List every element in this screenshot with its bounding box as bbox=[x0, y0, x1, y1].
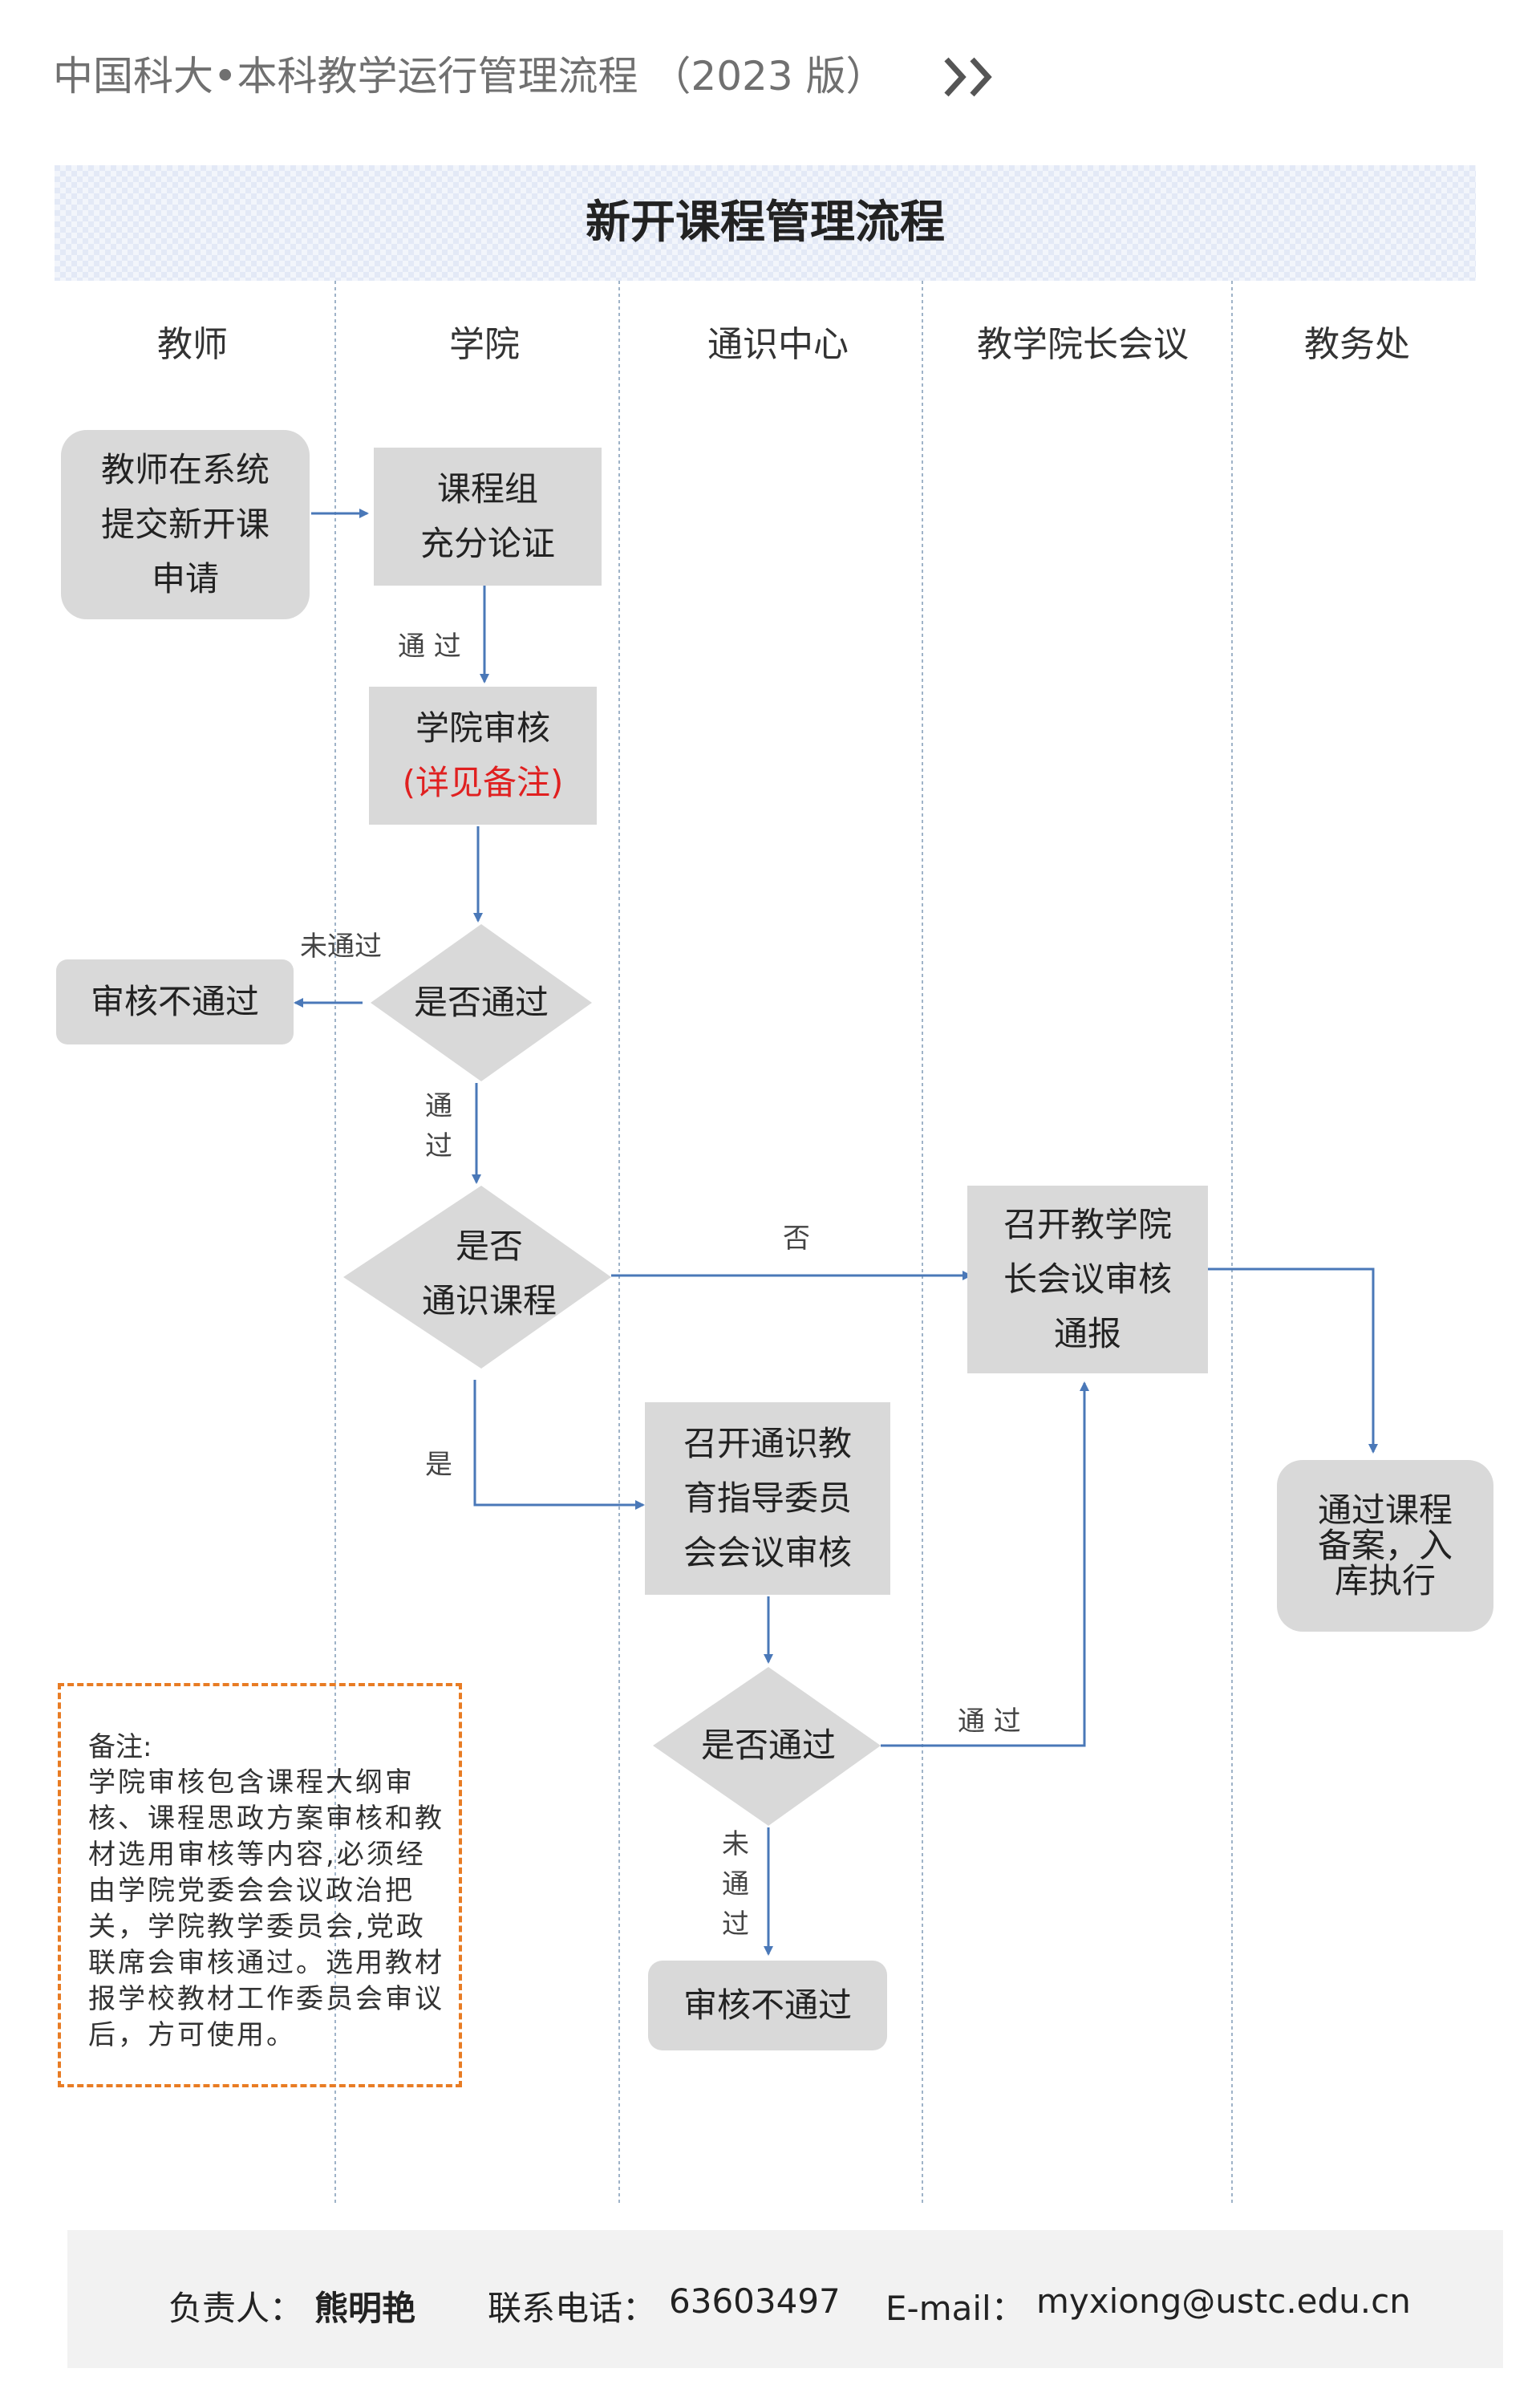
edge-label-pass-b: 通过 bbox=[425, 1090, 452, 1162]
footer-bar bbox=[67, 2230, 1503, 2368]
footer-email-label: E-mail： bbox=[886, 2289, 1025, 2328]
lane-dividers bbox=[334, 281, 1233, 2206]
edge-label-no: 否 bbox=[783, 1223, 810, 1255]
node-teacher-submit: 教师在系统提交新开课申请 bbox=[61, 430, 310, 619]
college-review-note-ref: (详见备注) bbox=[402, 763, 564, 802]
lane-header-teacher: 教师 bbox=[157, 324, 228, 365]
diagram-title: 新开课程管理流程 bbox=[586, 197, 945, 249]
diamond-pass-1 bbox=[371, 924, 592, 1081]
footer-owner-label: 负责人： bbox=[168, 2289, 304, 2328]
node-file-record: 通过课程备案，入库执行 bbox=[1277, 1460, 1493, 1632]
footer-phone-label: 联系电话： bbox=[488, 2289, 657, 2328]
note-box bbox=[58, 1683, 462, 2087]
edge-label-pass-a: 通 过 bbox=[398, 631, 461, 663]
edge-label-fail-b: 未通过 bbox=[722, 1828, 749, 1941]
edge-label-pass-c: 通 过 bbox=[958, 1705, 1021, 1738]
node-group-review: 课程组充分论证 bbox=[374, 448, 602, 586]
lane-header-dean-meeting: 教学院长会议 bbox=[977, 324, 1189, 365]
page-header-title: 中国科大•本科教学运行管理流程 （2023 版） bbox=[53, 53, 886, 99]
diamond-general bbox=[343, 1186, 611, 1369]
diagram-title-band: 新开课程管理流程 bbox=[55, 165, 1476, 281]
diamond-pass-2 bbox=[653, 1667, 881, 1826]
node-gen-committee: 召开通识教育指导委员会会议审核 bbox=[645, 1402, 890, 1595]
footer-owner: 熊明艳 bbox=[314, 2289, 416, 2328]
node-decision-pass-2: 是否通过 bbox=[700, 1726, 836, 1765]
footer-email-link[interactable]: myxiong@ustc.edu.cn bbox=[1036, 2281, 1411, 2321]
node-decision-general: 是否通识课程 bbox=[421, 1227, 557, 1320]
note-heading: 备注: bbox=[88, 1731, 152, 1763]
double-chevron-icon bbox=[944, 57, 992, 97]
edge-label-yes: 是 bbox=[425, 1449, 452, 1481]
lane-header-general-center: 通识中心 bbox=[707, 324, 849, 365]
node-reject-2: 审核不通过 bbox=[648, 1961, 887, 2050]
lane-header-academic-affairs: 教务处 bbox=[1304, 324, 1410, 365]
node-decision-pass-1: 是否通过 bbox=[413, 983, 549, 1022]
note-text: 学院审核包含课程大纲审核、课程思政方案审核和教材选用审核等内容,必须经由学院党委… bbox=[88, 1766, 444, 2051]
lane-header-college: 学院 bbox=[449, 324, 520, 365]
node-dean-meeting: 召开教学院长会议审核通报 bbox=[967, 1186, 1208, 1373]
arrows bbox=[294, 509, 1378, 1956]
node-reject-1: 审核不通过 bbox=[56, 959, 294, 1044]
footer-phone: 63603497 bbox=[669, 2281, 841, 2321]
node-college-review: 学院审核(详见备注) bbox=[369, 687, 597, 825]
edge-label-fail-a: 未通过 bbox=[300, 931, 382, 963]
